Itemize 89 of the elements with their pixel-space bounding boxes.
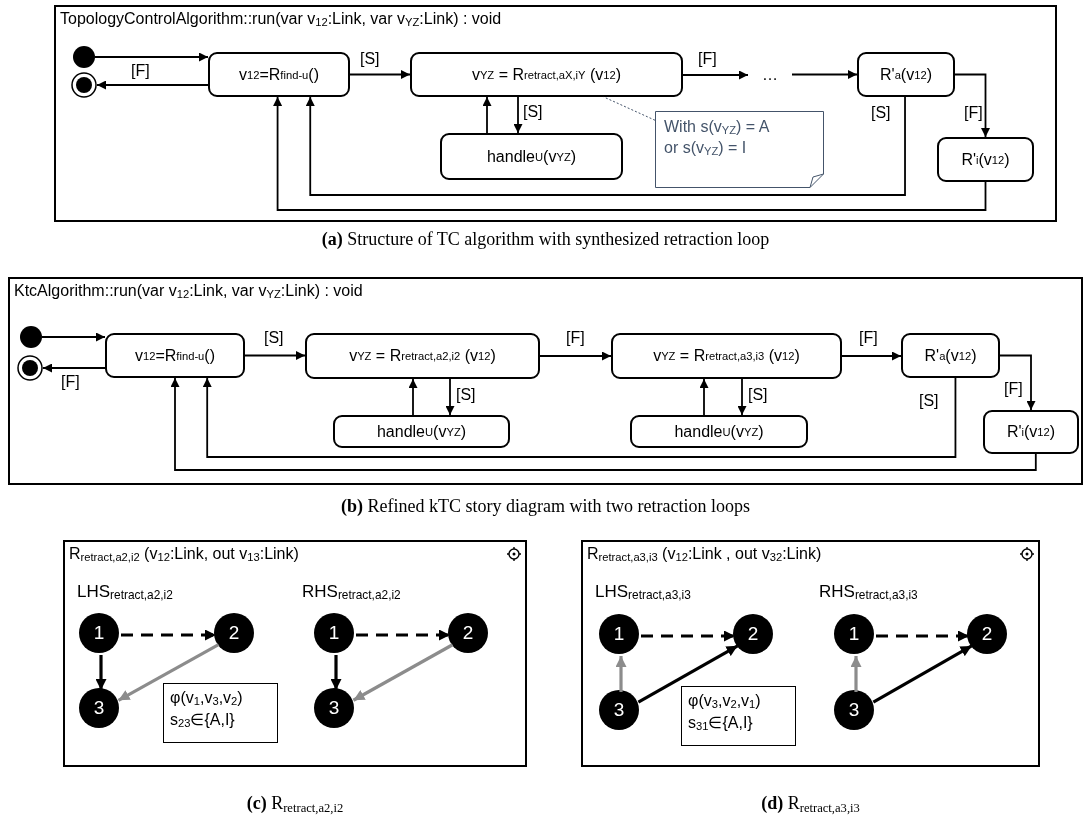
edge-label: [S] <box>747 386 769 405</box>
arrow <box>244 351 306 360</box>
graph-node: 1 <box>79 613 119 653</box>
edge-label: [S] <box>359 50 381 69</box>
edge-label: [S] <box>918 392 940 411</box>
diagram-frame <box>54 5 1057 222</box>
arrow <box>682 70 749 80</box>
arrow <box>202 377 957 458</box>
graph-node: 3 <box>79 688 119 728</box>
graph-node: 3 <box>599 690 639 730</box>
edge-label: [F] <box>130 62 151 81</box>
graph-node: 2 <box>967 614 1007 654</box>
arrow <box>615 656 627 692</box>
graph-node: 2 <box>448 613 488 653</box>
arrow <box>539 351 612 361</box>
edge-label: [F] <box>60 373 81 392</box>
edge-label: [F] <box>858 329 879 348</box>
condition-text: s$_{23}$∈{A,I} <box>170 709 236 731</box>
arrow <box>791 70 858 79</box>
edge-label: [F] <box>565 329 586 348</box>
final-node <box>71 72 97 98</box>
condition-text: φ(v$_{1}$,v$_{3}$,v$_{2}$) <box>170 688 244 709</box>
graph-node: 3 <box>314 688 354 728</box>
diagram-frame <box>8 277 1083 485</box>
condition-text: s$_{31}$∈{A,I} <box>688 712 754 734</box>
arrow <box>117 643 220 702</box>
frame-title: TopologyControlAlgorithm::run(var v$_{12}$:Link, var v$_{YZ}$:Link) : void <box>60 10 502 28</box>
subfigure-caption: (b) Refined kTC story diagram with two retraction loops <box>341 496 750 517</box>
graph-node: 3 <box>834 690 874 730</box>
arrow <box>170 377 1037 471</box>
frame-title: R$_{retract,a3,i3}$ (v$_{12}$:Link , out v$_{32}$:Link) <box>587 545 822 563</box>
arrow <box>513 96 523 134</box>
subfigure-caption: (c) R$_{retract,a2,i2}$ <box>246 793 344 814</box>
start-node <box>20 326 42 348</box>
final-node <box>17 355 43 381</box>
graph-node: 1 <box>599 614 639 654</box>
panel-title: RHS$_{retract,a3,i3}$ <box>819 582 918 602</box>
edge-label: [F] <box>963 104 984 123</box>
subfigure-caption: (d) R$_{retract,a3,i3}$ <box>761 793 860 814</box>
arrow <box>330 655 342 690</box>
edge-label: [F] <box>1003 380 1024 399</box>
note-connector <box>603 96 656 121</box>
arrow <box>96 80 209 90</box>
frame-title: R$_{retract,a2,i2}$ (v$_{12}$:Link, out v$_{13}$:Link) <box>69 545 299 563</box>
arrow <box>121 629 216 641</box>
diagram-frame <box>63 540 527 767</box>
diagram-frame <box>581 540 1040 767</box>
arrow <box>41 332 106 342</box>
arrow <box>850 656 862 692</box>
arrow <box>352 643 454 702</box>
edge-label: [S] <box>870 104 892 123</box>
edge-label: [F] <box>697 50 718 69</box>
arrow <box>349 70 411 79</box>
panel-title: LHS$_{retract,a2,i2}$ <box>77 582 173 602</box>
arrow <box>356 629 450 641</box>
arrow <box>841 351 902 361</box>
arrow <box>954 73 990 138</box>
arrow <box>737 378 747 416</box>
continuation-text: … <box>748 62 792 88</box>
edge-label: [S] <box>522 103 544 122</box>
graph-node: 1 <box>834 614 874 654</box>
arrow <box>305 96 906 196</box>
edge-label: [S] <box>455 386 477 405</box>
arrow <box>273 96 987 211</box>
arrow <box>872 644 973 704</box>
panel-title: RHS$_{retract,a2,i2}$ <box>302 582 401 602</box>
condition-box <box>681 686 796 746</box>
arrow <box>999 354 1036 411</box>
arrow <box>637 644 739 704</box>
arrow <box>94 52 209 62</box>
arrow <box>876 630 969 642</box>
edge-label: [S] <box>263 329 285 348</box>
arrow <box>42 363 106 373</box>
arrow <box>95 655 107 690</box>
arrow <box>445 378 455 416</box>
frame-title: KtcAlgorithm::run(var v$_{12}$:Link, var v$_{YZ}$:Link) : void <box>14 282 363 300</box>
panel-title: LHS$_{retract,a3,i3}$ <box>595 582 691 602</box>
graph-node: 1 <box>314 613 354 653</box>
arrow <box>641 630 735 642</box>
start-node <box>73 46 95 68</box>
graph-node: 2 <box>214 613 254 653</box>
arrow <box>699 378 709 416</box>
graph-node: 2 <box>733 614 773 654</box>
condition-text: φ(v$_{3}$,v$_{2}$,v$_{1}$) <box>688 691 762 712</box>
note-text: With s(v$_{YZ}$) = A or s(v$_{YZ}$) = I <box>664 118 769 156</box>
arrow <box>408 378 418 416</box>
condition-box <box>163 683 278 743</box>
arrow <box>482 96 492 134</box>
subfigure-caption: (a) Structure of TC algorithm with synthesized retraction loop <box>321 229 770 250</box>
